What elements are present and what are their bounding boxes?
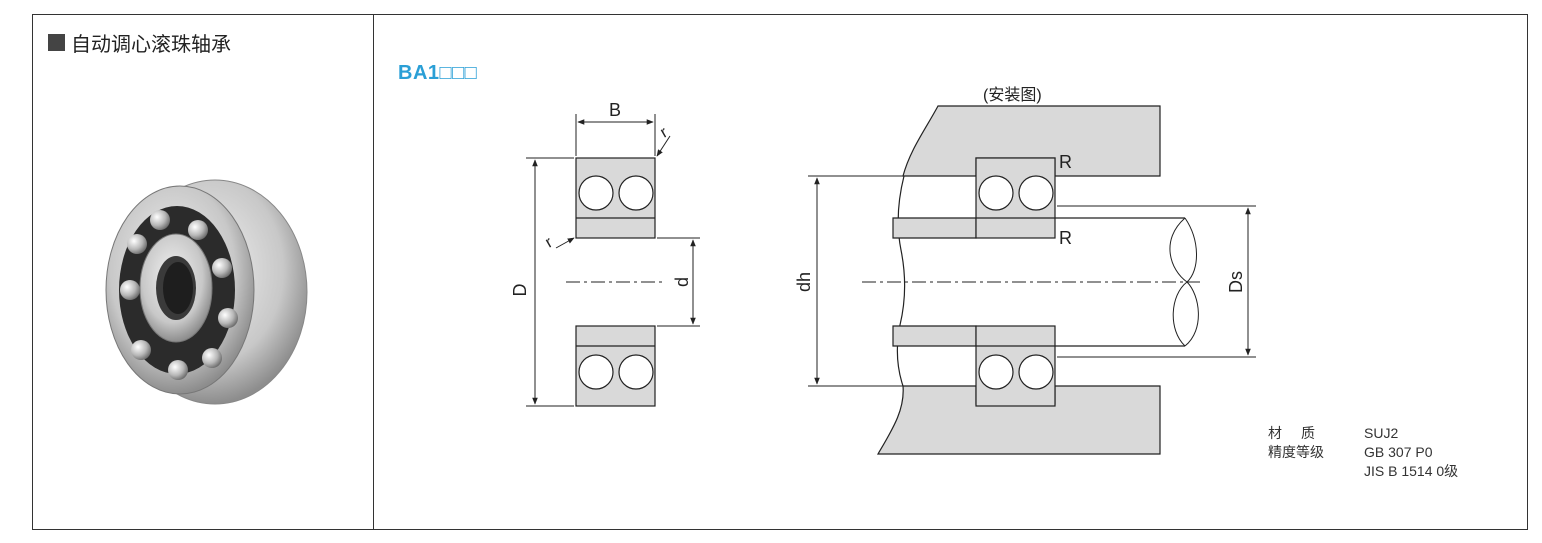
- bearing-section-drawing: [526, 114, 700, 407]
- installation-drawing: [808, 105, 1256, 455]
- category-title-text: 自动调心滚珠轴承: [71, 32, 231, 56]
- model-code: BA1□□□: [398, 62, 478, 84]
- dim-label-Ds: Ds: [1226, 271, 1246, 293]
- spec-key-precision: 精度等级: [1268, 444, 1324, 460]
- spec-table: 材质 SUJ2 精度等级 GB 307 P0 JIS B 1514 0级: [1268, 424, 1458, 481]
- spec-value-precision-2: JIS B 1514 0级: [1364, 463, 1459, 479]
- dim-label-dh: dh: [794, 272, 814, 292]
- column-divider: [373, 14, 374, 530]
- spec-sheet-frame: [32, 14, 1528, 530]
- install-caption: (安装图): [983, 86, 1042, 104]
- dim-label-D: D: [510, 284, 530, 297]
- dim-label-R-bottom: R: [1059, 228, 1072, 248]
- dim-label-r-top: r: [658, 124, 672, 142]
- category-title: 自动调心滚珠轴承: [48, 28, 231, 57]
- dim-label-r-side: r: [543, 234, 557, 252]
- dim-label-d: d: [672, 277, 692, 287]
- spec-key-material: 材质: [1268, 425, 1334, 441]
- bearing-photo: [105, 179, 308, 405]
- spec-value-material: SUJ2: [1364, 425, 1399, 441]
- spec-row-precision: 精度等级 GB 307 P0: [1268, 443, 1458, 462]
- spec-row-precision-2: JIS B 1514 0级: [1268, 462, 1458, 481]
- dim-label-B: B: [609, 100, 621, 120]
- spec-value-precision-1: GB 307 P0: [1364, 444, 1433, 460]
- spec-row-material: 材质 SUJ2: [1268, 424, 1458, 443]
- dim-label-R-top: R: [1059, 152, 1072, 172]
- bullet-square-icon: [48, 34, 65, 51]
